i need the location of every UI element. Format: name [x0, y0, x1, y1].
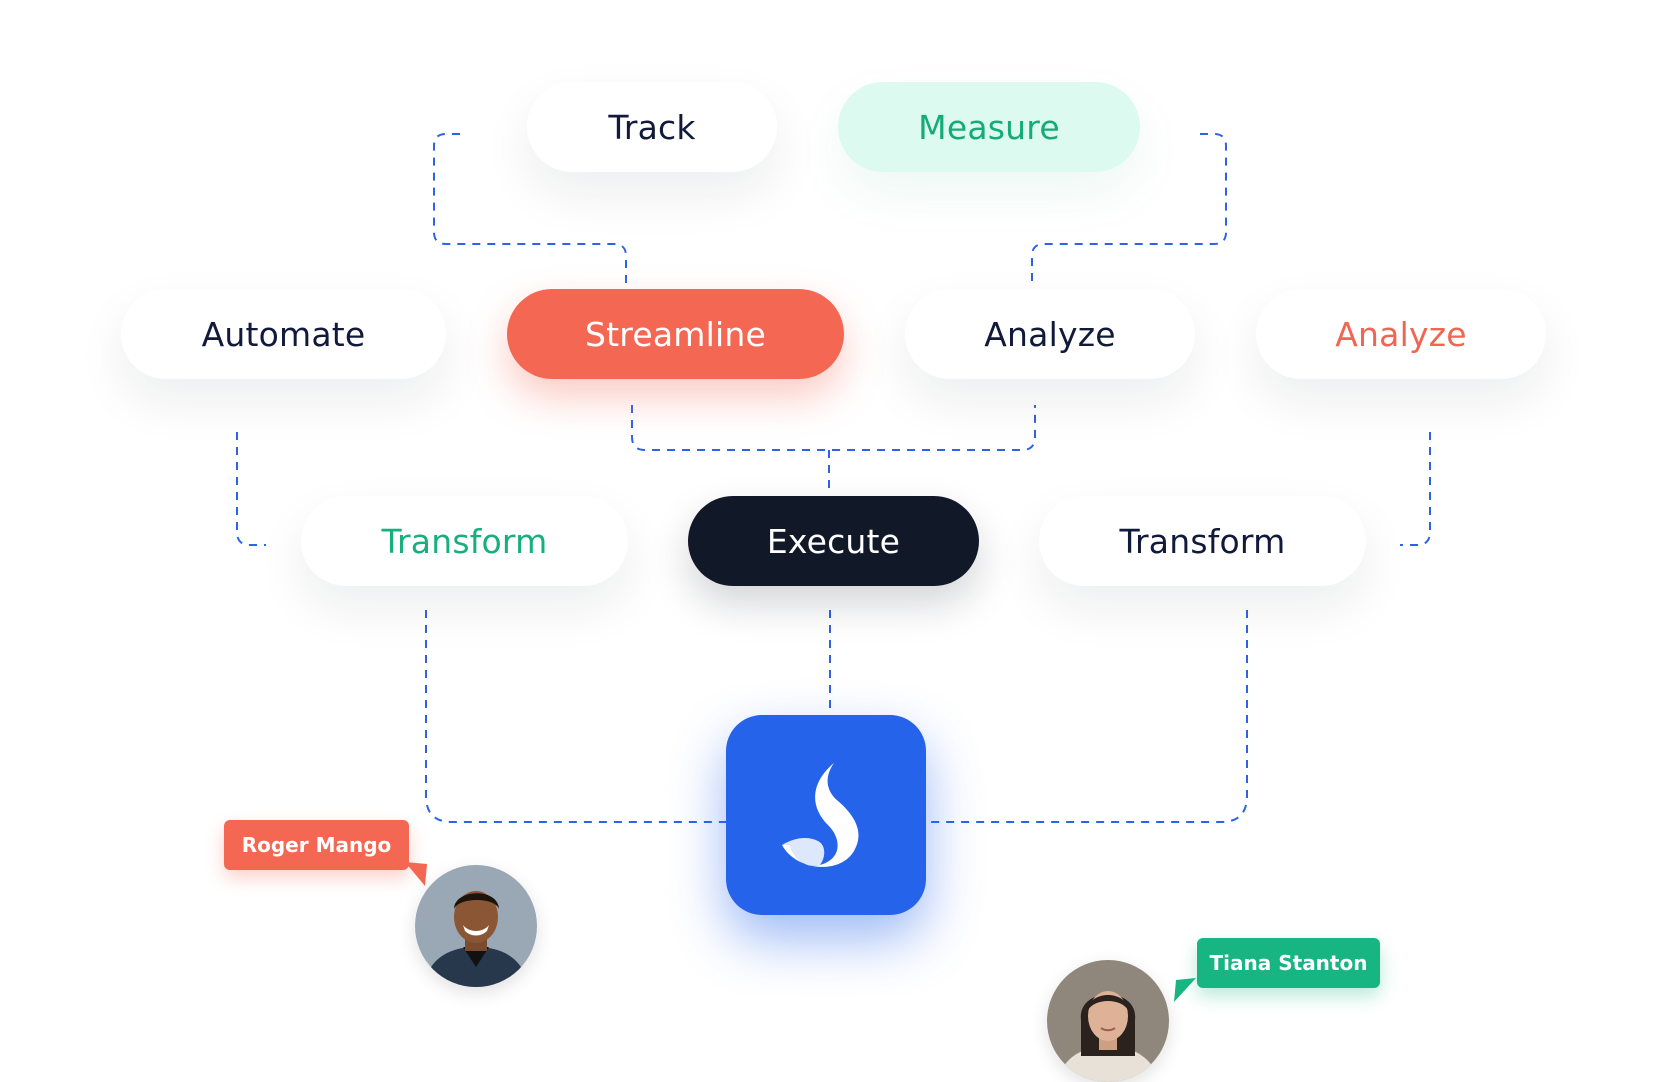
connector-track-streamline — [433, 133, 627, 285]
name-tag-roger: Roger Mango — [224, 820, 409, 870]
connector-analyze-transform — [1400, 432, 1431, 546]
avatar-roger-portrait-icon — [415, 865, 537, 987]
connector-automate-transform — [236, 432, 266, 546]
avatar-tiana-portrait-icon — [1047, 960, 1169, 1082]
node-analyze-right: Analyze — [1256, 289, 1546, 379]
node-measure: Measure — [838, 82, 1140, 172]
avatar-tiana — [1047, 960, 1169, 1082]
avatar-roger — [415, 865, 537, 987]
node-execute: Execute — [688, 496, 979, 586]
brand-logo-tile — [726, 715, 926, 915]
connector-measure-analyze — [1031, 133, 1227, 285]
node-transform-left: Transform — [301, 496, 628, 586]
connector-streamline-execute — [631, 405, 1036, 451]
pointer-arrow-icon — [405, 862, 427, 886]
name-tag-tiana: Tiana Stanton — [1197, 938, 1380, 988]
node-automate: Automate — [121, 289, 446, 379]
node-analyze-center: Analyze — [905, 289, 1195, 379]
connector-transform-left-logo — [425, 610, 726, 823]
pointer-arrow-icon — [1174, 978, 1196, 1002]
node-transform-right: Transform — [1039, 496, 1366, 586]
node-streamline: Streamline — [507, 289, 844, 379]
node-track: Track — [527, 82, 777, 172]
connector-transform-right-logo — [926, 610, 1248, 823]
brand-s-logo-icon — [782, 763, 859, 867]
